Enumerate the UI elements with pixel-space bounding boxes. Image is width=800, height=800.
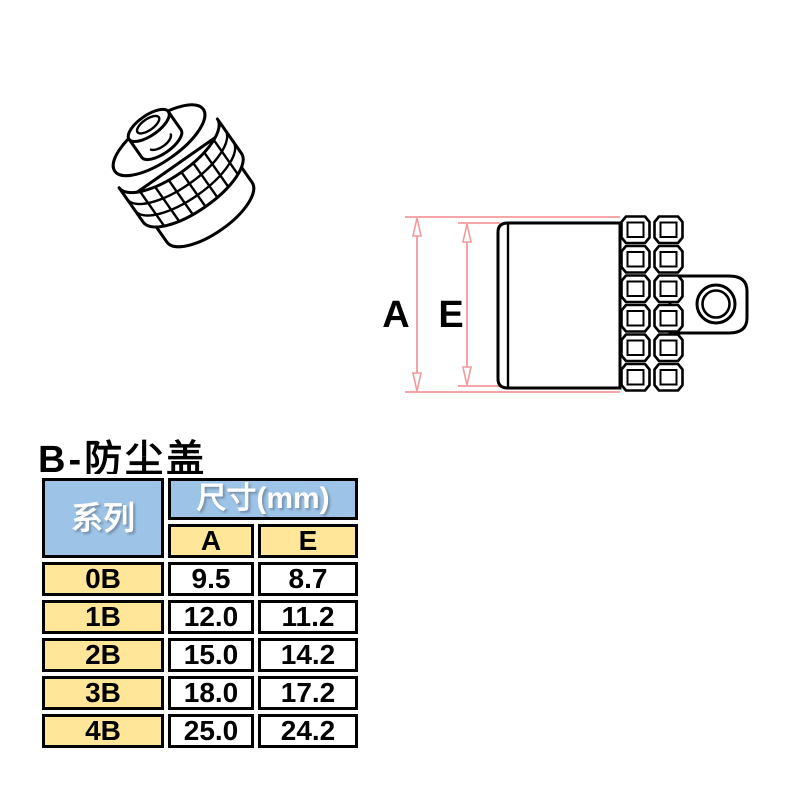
header-row-1: 系列 尺寸(mm) [42,478,358,558]
value-e-cell: 24.2 [258,714,358,748]
value-a-cell: 12.0 [168,600,254,634]
table-row: 0B 9.5 8.7 [42,562,358,596]
value-e-cell: 11.2 [258,600,358,634]
tab-hole-inner [701,289,731,319]
dust-cap-side-view: A E [382,215,749,393]
series-cell: 4B [42,714,164,748]
col-header-series: 系列 [42,478,164,558]
value-a-cell: 9.5 [168,562,254,596]
table-row: 3B 18.0 17.2 [42,676,358,710]
dimension-lines [405,216,620,393]
dim-label-a: A [382,294,409,336]
value-e-cell: 17.2 [258,676,358,710]
dust-cap-3d-view [111,103,256,249]
spec-table: 系列 尺寸(mm) A E 0B 9.5 8.7 1B 12.0 11.2 2B… [38,474,362,752]
mount-tab [668,274,749,335]
dimension-arrows [412,217,472,392]
boss-hole [135,114,161,135]
knurl-dividers [138,138,239,228]
col-header-a: A [168,524,254,558]
value-a-cell: 15.0 [168,638,254,672]
cap-boss [127,110,184,162]
value-a-cell: 25.0 [168,714,254,748]
header-row-2: A E [42,524,358,558]
cap-body [496,221,622,390]
series-cell: 2B [42,638,164,672]
dim-label-e: E [438,294,463,336]
table-row: 4B 25.0 24.2 [42,714,358,748]
table-row: 2B 15.0 14.2 [42,638,358,672]
value-e-cell: 8.7 [258,562,358,596]
col-header-dimension: 尺寸(mm) [168,478,358,520]
value-e-cell: 14.2 [258,638,358,672]
value-a-cell: 18.0 [168,676,254,710]
series-cell: 0B [42,562,164,596]
series-cell: 1B [42,600,164,634]
series-cell: 3B [42,676,164,710]
table-row: 1B 12.0 11.2 [42,600,358,634]
boss-notch [149,133,173,152]
col-header-e: E [258,524,358,558]
